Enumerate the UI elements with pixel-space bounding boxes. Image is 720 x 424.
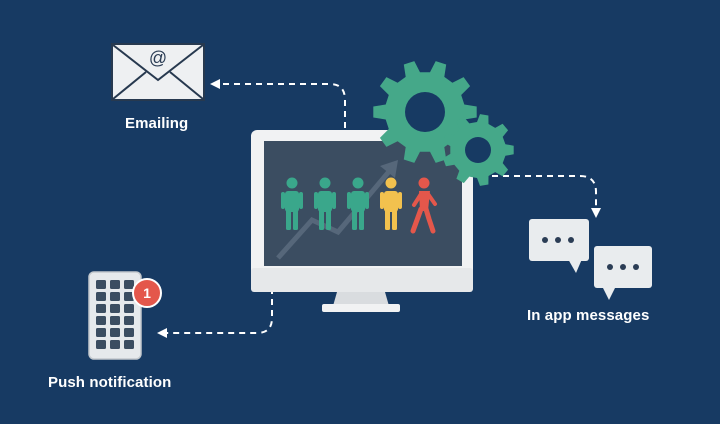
envelope-icon: @ bbox=[111, 43, 205, 101]
notification-badge: 1 bbox=[132, 278, 162, 308]
small-gear-icon bbox=[443, 114, 514, 186]
person-icon bbox=[410, 177, 437, 234]
chat-bubble-right bbox=[594, 246, 652, 300]
person-icon bbox=[281, 177, 303, 230]
keypad-key bbox=[124, 280, 134, 289]
keypad-key bbox=[110, 328, 120, 337]
keypad-key bbox=[96, 340, 106, 349]
keypad-key bbox=[124, 316, 134, 325]
phone-keypad-icon: 1 bbox=[88, 271, 162, 360]
keypad-key bbox=[110, 316, 120, 325]
email-at-symbol: @ bbox=[149, 48, 167, 68]
chat-bubble-left bbox=[529, 219, 589, 273]
keypad-key bbox=[110, 304, 120, 313]
emailing-label: Emailing bbox=[125, 115, 189, 132]
keypad-key bbox=[124, 304, 134, 313]
keypad-key bbox=[124, 292, 134, 301]
gear-hole bbox=[405, 92, 445, 132]
keypad-key bbox=[96, 316, 106, 325]
keypad-key bbox=[110, 340, 120, 349]
keypad-key bbox=[110, 292, 120, 301]
person-icon bbox=[314, 177, 336, 230]
keypad-key bbox=[96, 280, 106, 289]
gears-icon bbox=[373, 61, 514, 186]
person-icon bbox=[380, 177, 402, 230]
badge-count: 1 bbox=[143, 285, 151, 301]
connector-to-email bbox=[210, 79, 346, 128]
keypad-key bbox=[96, 292, 106, 301]
keypad-key bbox=[96, 328, 106, 337]
keypad-key bbox=[124, 340, 134, 349]
connector-to-push bbox=[157, 288, 273, 338]
person-icon bbox=[347, 177, 369, 230]
people-row bbox=[281, 177, 437, 234]
keypad-key bbox=[110, 280, 120, 289]
gear-hole bbox=[465, 137, 491, 163]
chat-bubbles-icon bbox=[529, 219, 652, 300]
in-app-messages-label: In app messages bbox=[527, 307, 650, 324]
push-notification-label: Push notification bbox=[48, 374, 172, 391]
keypad-grid bbox=[96, 280, 134, 349]
keypad-key bbox=[96, 304, 106, 313]
monitor-icon bbox=[251, 130, 473, 312]
keypad-key bbox=[124, 328, 134, 337]
connector-to-chat bbox=[492, 175, 601, 218]
